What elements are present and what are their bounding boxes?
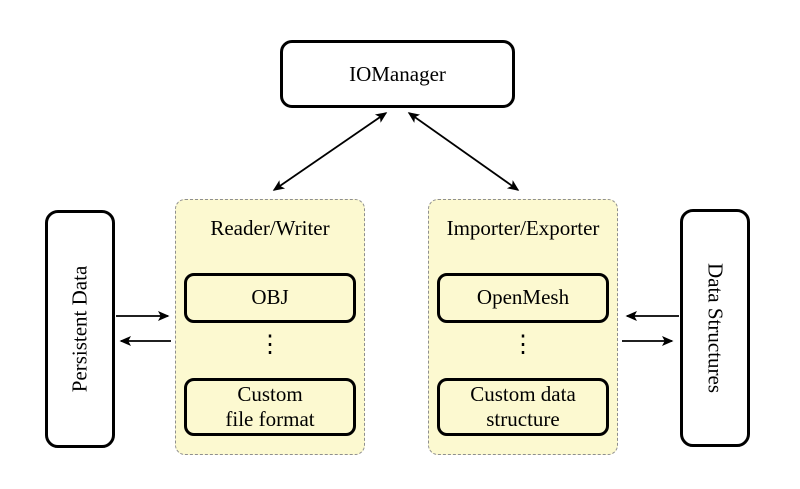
data-structures-label: Data Structures	[703, 262, 728, 394]
custom-data-structure-label: Custom data structure	[470, 381, 576, 431]
arrow-iomanager-importerexporter	[407, 112, 520, 191]
openmesh-label: OpenMesh	[476, 285, 570, 310]
persistent-data-node: Persistent Data	[45, 210, 115, 448]
reader-writer-group: Reader/Writer OBJ ⋮ Custom file format	[175, 199, 365, 455]
reader-writer-title: Reader/Writer	[210, 216, 330, 240]
importer-exporter-ellipsis: ⋮	[511, 332, 535, 358]
persistent-data-label: Persistent Data	[67, 265, 92, 393]
importer-exporter-group: Importer/Exporter OpenMesh ⋮ Custom data…	[428, 199, 618, 455]
iomanager-node: IOManager	[280, 40, 515, 108]
obj-node: OBJ	[184, 273, 356, 323]
arrow-iomanager-readerwriter	[272, 112, 388, 191]
importer-exporter-title: Importer/Exporter	[446, 216, 600, 240]
custom-file-format-label: Custom file format	[225, 381, 315, 431]
custom-file-format-node: Custom file format	[184, 378, 356, 436]
reader-writer-ellipsis: ⋮	[258, 332, 282, 358]
openmesh-node: OpenMesh	[437, 273, 609, 323]
custom-data-structure-node: Custom data structure	[437, 378, 609, 436]
obj-label: OBJ	[251, 285, 289, 310]
iomanager-label: IOManager	[349, 61, 446, 86]
data-structures-node: Data Structures	[680, 209, 750, 447]
